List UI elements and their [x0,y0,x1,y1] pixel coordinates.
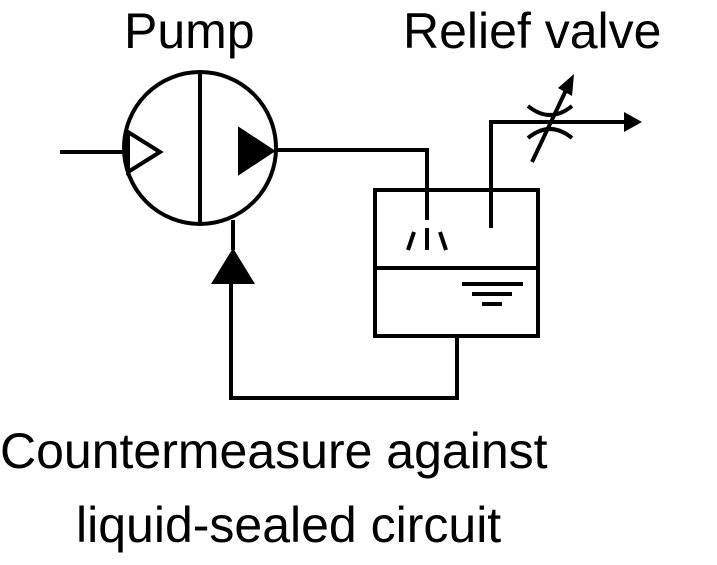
relief-valve-label: Relief valve [403,3,662,59]
pump-symbol [122,70,278,226]
spray-mark-left [406,231,416,251]
caption-line-1: Countermeasure against [0,423,548,479]
tank-symbol [373,188,540,338]
restriction-curve-lower [526,127,574,140]
restriction-curve-upper [526,104,574,117]
caption-line-2: liquid-sealed circuit [76,497,502,553]
relief-valve-symbol [526,74,574,163]
tank-body [373,188,540,338]
relief-outlet-arrow-icon [624,112,642,132]
return-line [229,282,459,400]
spray-mark-right [438,231,448,251]
adjustable-arrow-shaft [530,85,570,163]
pump-label: Pump [124,3,255,59]
adjustable-arrow-head-icon [558,74,574,96]
relief-line [489,120,628,228]
return-arrow-icon [211,248,255,284]
pump-inlet-arrow-icon [126,128,164,176]
pump-outlet-arrow-icon [238,126,276,176]
pump-outlet-line [276,148,429,220]
